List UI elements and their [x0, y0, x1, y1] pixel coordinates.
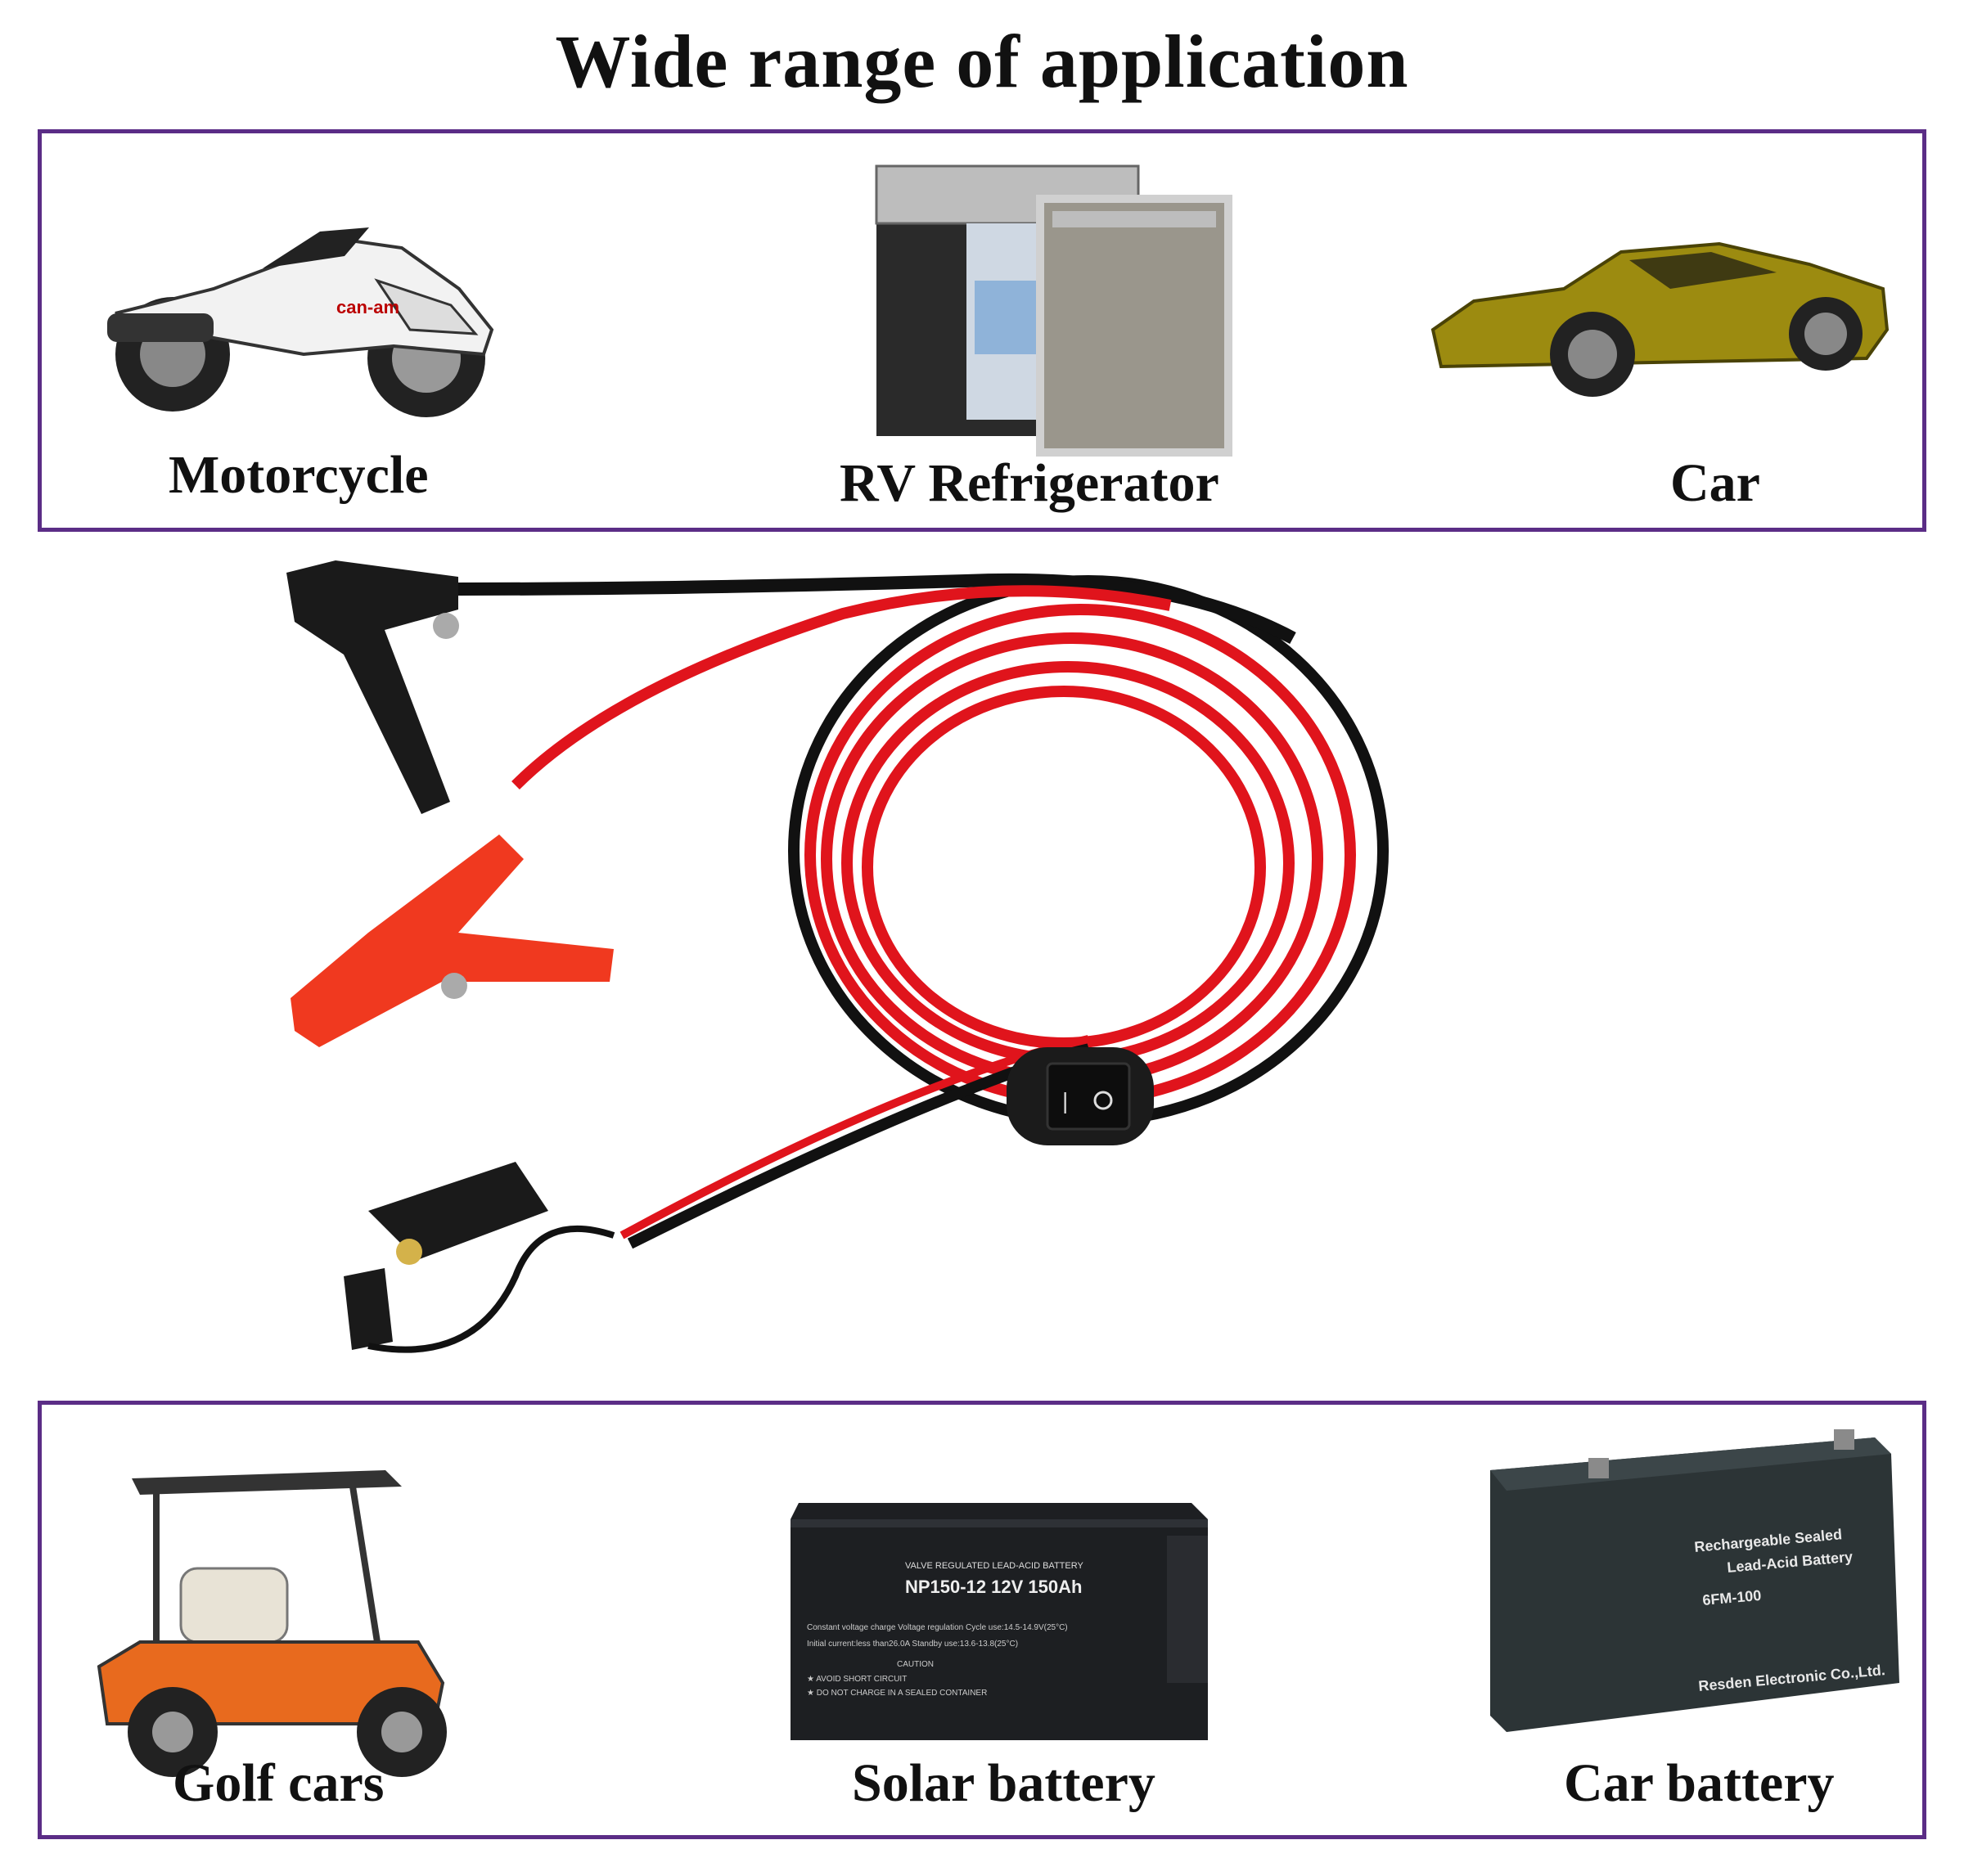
battery-caution-text: CAUTION — [897, 1660, 934, 1669]
battery-warn1-text: ★ AVOID SHORT CIRCUIT — [807, 1675, 907, 1684]
refrigerator-label: RV Refrigerator — [840, 453, 1219, 513]
svg-text:|: | — [1062, 1088, 1068, 1113]
svg-text:can-am: can-am — [336, 297, 399, 317]
battery-line1-text: Constant voltage charge Voltage regulati… — [807, 1623, 1068, 1632]
battery-line2-text: Initial current:less than26.0A Standby u… — [807, 1640, 1018, 1649]
golf-cart-cell — [91, 1446, 500, 1789]
car-battery-icon: Rechargeable Sealed Lead-Acid Battery 6F… — [1490, 1429, 1899, 1732]
golf-cart-icon — [97, 1470, 447, 1777]
battery-header-text: VALVE REGULATED LEAD-ACID BATTERY — [905, 1561, 1083, 1571]
refrigerator-cell — [868, 150, 1261, 461]
cable-product-image: | — [270, 540, 1579, 1399]
solar-battery-icon: VALVE REGULATED LEAD-ACID BATTERY NP150-… — [791, 1503, 1208, 1740]
motorcycle-cell: can-am — [99, 191, 525, 428]
car-cell — [1425, 223, 1891, 403]
motorcycle-icon: can-am — [107, 227, 494, 417]
solar-battery-cell: VALVE REGULATED LEAD-ACID BATTERY NP150-… — [782, 1487, 1216, 1748]
battery-clip-cable-icon: | — [286, 560, 1389, 1353]
solar-battery-label: Solar battery — [852, 1753, 1155, 1813]
battery-warn2-text: ★ DO NOT CHARGE IN A SEALED CONTAINER — [807, 1689, 987, 1698]
top-application-panel: can-am Motorcycle RV Refrigerator Car — [38, 129, 1926, 532]
car-battery-label: Car battery — [1564, 1753, 1835, 1813]
motorcycle-label: Motorcycle — [169, 445, 429, 505]
car-icon — [1430, 241, 1890, 397]
page-title: Wide range of application — [555, 20, 1409, 103]
car-label: Car — [1670, 453, 1760, 513]
battery-model-text: NP150-12 12V 150Ah — [905, 1577, 1082, 1597]
refrigerator-icon — [875, 164, 1232, 457]
bottom-application-panel: Golf cars VALVE REGULATED LEAD-ACID BATT… — [38, 1401, 1926, 1839]
car-battery-cell: Rechargeable Sealed Lead-Acid Battery 6F… — [1482, 1421, 1908, 1748]
golf-cars-label: Golf cars — [173, 1753, 385, 1813]
